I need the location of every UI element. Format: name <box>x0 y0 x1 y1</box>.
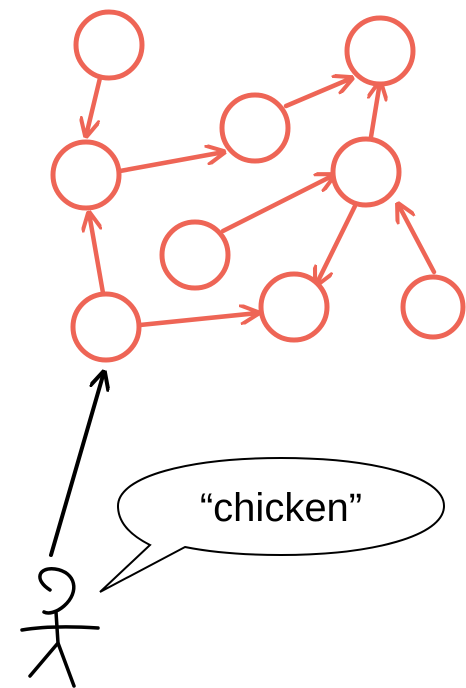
stick-figure <box>20 567 100 688</box>
graph-edge <box>371 82 380 140</box>
stick-figure-head <box>38 567 76 615</box>
graph-node <box>50 139 122 211</box>
graph-edge <box>117 152 224 174</box>
graph-edges <box>86 75 437 328</box>
graph-node <box>344 15 416 87</box>
graph-node <box>70 291 142 363</box>
graph-edge <box>89 213 106 296</box>
pointer-arrow <box>49 372 104 557</box>
stick-figure-legs <box>28 641 76 688</box>
graph-edge <box>398 204 437 275</box>
graph-node <box>258 271 330 343</box>
graph-node <box>400 274 466 340</box>
graph-edge <box>220 175 334 234</box>
graph-edge <box>316 203 358 285</box>
graph-node <box>73 9 145 81</box>
speech-bubble-text: “chicken” <box>200 486 362 530</box>
graph-node <box>159 219 231 291</box>
stick-figure-arms <box>20 625 100 632</box>
graph-edge <box>283 78 352 109</box>
graph-node <box>219 92 291 164</box>
graph-edge <box>86 75 103 136</box>
graph-node <box>330 136 402 208</box>
graph-nodes <box>50 9 466 363</box>
graph-edge <box>137 313 258 328</box>
speech-bubble: “chicken” <box>99 456 446 593</box>
speech-bubble-shape <box>99 456 446 593</box>
